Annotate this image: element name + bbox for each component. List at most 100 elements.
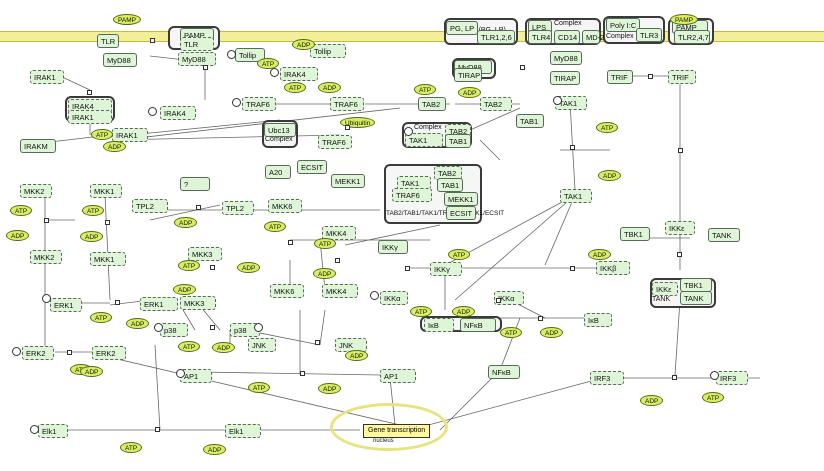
irf3-node[interactable]: IRF3 [716, 371, 748, 385]
cd14-node[interactable]: CD14 [554, 30, 580, 44]
tak1-c-node[interactable]: TAK1 [405, 133, 443, 147]
adp-molecule[interactable]: ADP [458, 87, 482, 98]
atp-molecule[interactable]: ATP [410, 306, 433, 317]
atp-molecule[interactable]: ATP [178, 260, 201, 271]
tollip-mod-node[interactable]: Tollip [310, 44, 346, 58]
myd88-right-node[interactable]: MyD88 [550, 51, 582, 65]
ikkb-mod-node[interactable]: IKKβ [596, 261, 630, 275]
erk2-mod-node[interactable]: ERK2 [92, 346, 126, 360]
ikka-node[interactable]: IKKα [380, 291, 408, 305]
adp-molecule[interactable]: ADP [313, 268, 337, 279]
adp-molecule[interactable]: ADP [212, 342, 236, 353]
tlr-in-complex[interactable]: TLR [180, 37, 214, 51]
erk1-node[interactable]: ERK1 [50, 298, 82, 312]
adp-molecule[interactable]: ADP [292, 39, 316, 50]
atp-molecule[interactable]: ATP [120, 442, 143, 453]
p38-node[interactable]: p38 [160, 323, 188, 337]
atp-molecule[interactable]: ATP [702, 392, 725, 403]
traf6-c-node[interactable]: TRAF6 [318, 135, 352, 149]
atp-molecule[interactable]: ATP [257, 58, 280, 69]
mkk1-node[interactable]: MKK1 [90, 184, 122, 198]
mkk2-mod-node[interactable]: MKK2 [30, 250, 62, 264]
tlr126-node[interactable]: TLR1,2,6 [477, 30, 515, 44]
nfkb-node[interactable]: NFκB [488, 365, 520, 379]
tlr247-node[interactable]: TLR2,4,7 [674, 30, 710, 44]
adp-molecule[interactable]: ADP [173, 284, 197, 295]
jnk-node[interactable]: JNK [248, 338, 276, 352]
pglp-node[interactable]: PG, LP [446, 21, 478, 35]
adp-molecule[interactable]: ADP [80, 231, 104, 242]
irak1-left-node[interactable]: IRAK1 [30, 70, 64, 84]
ikke-tank-node[interactable]: IKKε [652, 282, 678, 296]
tab1-big-node[interactable]: TAB1 [437, 178, 463, 192]
unknown-node[interactable]: ? [180, 177, 210, 191]
mkk6-node[interactable]: MKK6 [268, 199, 302, 213]
adp-molecule[interactable]: ADP [588, 249, 612, 260]
irakm-node[interactable]: IRAKM [20, 139, 56, 153]
trif-node[interactable]: TRIF [607, 70, 633, 84]
tpl2-mod-node[interactable]: TPL2 [132, 199, 168, 213]
polyic-node[interactable]: Poly I:C [606, 18, 640, 32]
irak4-center-node[interactable]: IRAK4 [280, 67, 318, 81]
tollip-node[interactable]: Tollip [235, 48, 265, 62]
md2-node[interactable]: MD-2 [582, 30, 604, 44]
adp-molecule[interactable]: ADP [640, 395, 664, 406]
mkk4-node[interactable]: MKK4 [322, 226, 356, 240]
erk2-node[interactable]: ERK2 [22, 346, 54, 360]
ecsit-node[interactable]: ECSIT [297, 160, 327, 174]
adp-molecule[interactable]: ADP [174, 217, 198, 228]
mkk3-mod-node[interactable]: MKK3 [180, 296, 216, 310]
tirap-complex-node[interactable]: TIRAP [454, 68, 482, 82]
atp-molecule[interactable]: ATP [448, 249, 471, 260]
nfkb-complex-node[interactable]: NFκB [460, 318, 496, 332]
adp-molecule[interactable]: ADP [345, 350, 369, 361]
tab1-c-node[interactable]: TAB1 [445, 134, 471, 148]
p38-mod-node[interactable]: p38 [230, 323, 260, 337]
tbk1-node[interactable]: TBK1 [620, 227, 650, 241]
irak1-mod-node[interactable]: IRAK1 [112, 128, 148, 142]
ikb-complex-node[interactable]: IκB [424, 318, 454, 332]
mkk4-mod-node[interactable]: MKK4 [322, 284, 358, 298]
atp-molecule[interactable]: ATP [90, 312, 113, 323]
atp-molecule[interactable]: ATP [264, 221, 287, 232]
tab2-node[interactable]: TAB2 [418, 97, 446, 111]
adp-molecule[interactable]: ADP [103, 141, 127, 152]
adp-molecule[interactable]: ADP [318, 82, 342, 93]
adp-molecule[interactable]: ADP [237, 262, 261, 273]
adp-molecule[interactable]: ADP [318, 383, 342, 394]
mkk6-mod-node[interactable]: MKK6 [270, 284, 304, 298]
tirap-node[interactable]: TIRAP [550, 71, 580, 85]
adp-molecule[interactable]: ADP [452, 306, 476, 317]
traf6-big-node[interactable]: TRAF6 [392, 188, 432, 202]
trif-mod-node[interactable]: TRIF [668, 70, 696, 84]
mekk1-big-node[interactable]: MEKK1 [444, 192, 478, 206]
ap1-mod-node[interactable]: AP1 [380, 369, 416, 383]
atp-molecule[interactable]: ATP [500, 327, 523, 338]
tank-tank-node[interactable]: TANK [680, 291, 712, 305]
atp-molecule[interactable]: ATP [82, 205, 105, 216]
ikka-mod-node[interactable]: IKKα [494, 291, 524, 305]
irf3-mod-node[interactable]: IRF3 [590, 371, 624, 385]
mkk1-mod-node[interactable]: MKK1 [90, 252, 126, 266]
myd88-left-node[interactable]: MyD88 [103, 53, 137, 67]
tlr-node[interactable]: TLR [97, 34, 119, 48]
atp-molecule[interactable]: ATP [91, 129, 114, 140]
ikkg-node[interactable]: IKKγ [378, 240, 408, 254]
ap1-node[interactable]: AP1 [180, 369, 212, 383]
elk1-node[interactable]: Elk1 [38, 424, 68, 438]
erk1-mod-node[interactable]: ERK1 [140, 297, 178, 311]
ikke-node[interactable]: IKKε [665, 221, 695, 235]
ubc13-node[interactable]: Ubc13 [264, 123, 296, 137]
atp-molecule[interactable]: ATP [178, 341, 201, 352]
tlr3-node[interactable]: TLR3 [636, 28, 662, 42]
ecsit-big-node[interactable]: ECSIT [446, 206, 476, 220]
mkk2-node[interactable]: MKK2 [20, 184, 52, 198]
adp-molecule[interactable]: ADP [126, 318, 150, 329]
atp-molecule[interactable]: ATP [414, 84, 437, 95]
tlr4-node[interactable]: TLR4 [528, 30, 552, 44]
adp-molecule[interactable]: ADP [6, 230, 30, 241]
mkk3-node[interactable]: MKK3 [188, 247, 222, 261]
traf6-b-node[interactable]: TRAF6 [330, 97, 364, 111]
atp-molecule[interactable]: ATP [596, 122, 619, 133]
irak4-mod-node[interactable]: IRAK4 [160, 106, 196, 120]
